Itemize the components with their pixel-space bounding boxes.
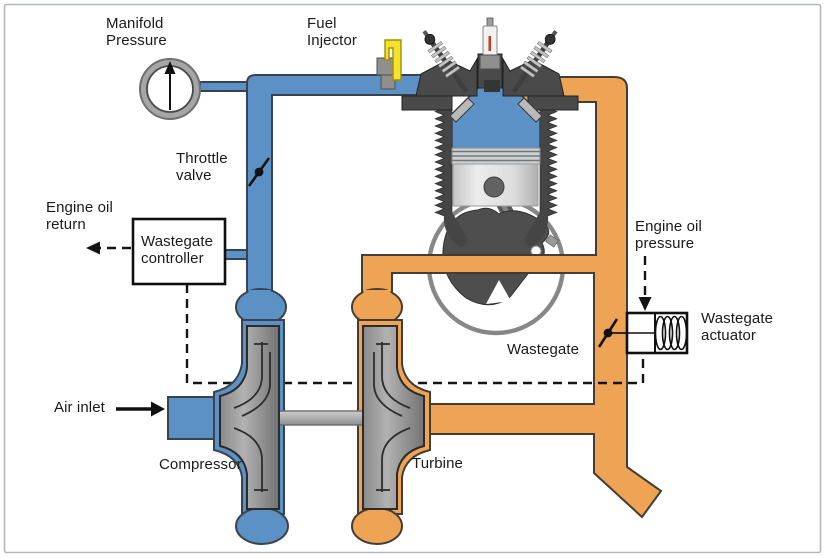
cylinder-fins-left (434, 99, 453, 217)
fuel-injector (376, 39, 402, 90)
turbine-wheel (362, 325, 425, 510)
cylinder-fins-right (539, 99, 558, 217)
head-flange-left (401, 95, 453, 111)
label-wastegate-actuator: Wastegate actuator (701, 310, 774, 345)
exhaust-pipe (361, 76, 663, 519)
air-inlet-duct (167, 396, 221, 440)
valve-spring-left (422, 30, 469, 94)
label-air-inlet: Air inlet (54, 399, 105, 416)
intake-pipe (246, 74, 459, 304)
turbocharger (167, 288, 431, 545)
throttle-valve-symbol (247, 157, 271, 187)
spark-plug (479, 17, 501, 70)
controller-to-actuator-line (185, 284, 645, 385)
label-turbine: Turbine (412, 455, 464, 472)
oil-pressure-arrowhead-icon (638, 297, 652, 311)
figure-border (3, 3, 822, 554)
exhaust-valve (517, 97, 543, 123)
label-engine-oil-return: Engine oil return (46, 199, 113, 234)
compressor-bottom-bulge (235, 507, 289, 545)
wastegate-controller-box (131, 217, 227, 286)
gauge-needle-arrowhead-icon (164, 61, 176, 74)
head-flange-right (527, 95, 579, 111)
crank-bolt (545, 234, 559, 248)
label-engine-oil-pressure: Engine oil pressure (635, 218, 702, 253)
control-lines (86, 241, 652, 385)
engine-cylinder (401, 17, 579, 248)
oil-return-arrowhead-icon (86, 241, 100, 255)
intake-piping (199, 74, 459, 304)
controller-pipe-stub (223, 249, 249, 260)
compressor-wheel (219, 325, 280, 510)
air-inlet-arrow-icon (116, 401, 165, 417)
spring-icon (654, 315, 667, 351)
label-wastegate: Wastegate (507, 341, 580, 358)
fuel-line (384, 39, 402, 81)
label-compressor: Compressor (159, 456, 242, 473)
injector-nozzle (380, 74, 396, 90)
wastegate-valve-symbol (597, 318, 627, 348)
label-fuel-injector: Fuel Injector (307, 15, 357, 50)
valve-spring-right (511, 30, 558, 94)
manifold-pressure-gauge (139, 58, 201, 120)
turbine-bottom-bulge (351, 507, 403, 545)
wastegate-actuator-symbol (625, 311, 689, 355)
wrist-pin (483, 176, 505, 198)
label-wastegate-controller: Wastegate controller (141, 233, 214, 268)
turbo-shaft (274, 410, 368, 426)
intake-valve (449, 97, 475, 123)
label-manifold-pressure: Manifold Pressure (106, 15, 167, 50)
gauge-pipe-stub (199, 81, 249, 92)
label-throttle-valve: Throttle valve (176, 150, 228, 185)
